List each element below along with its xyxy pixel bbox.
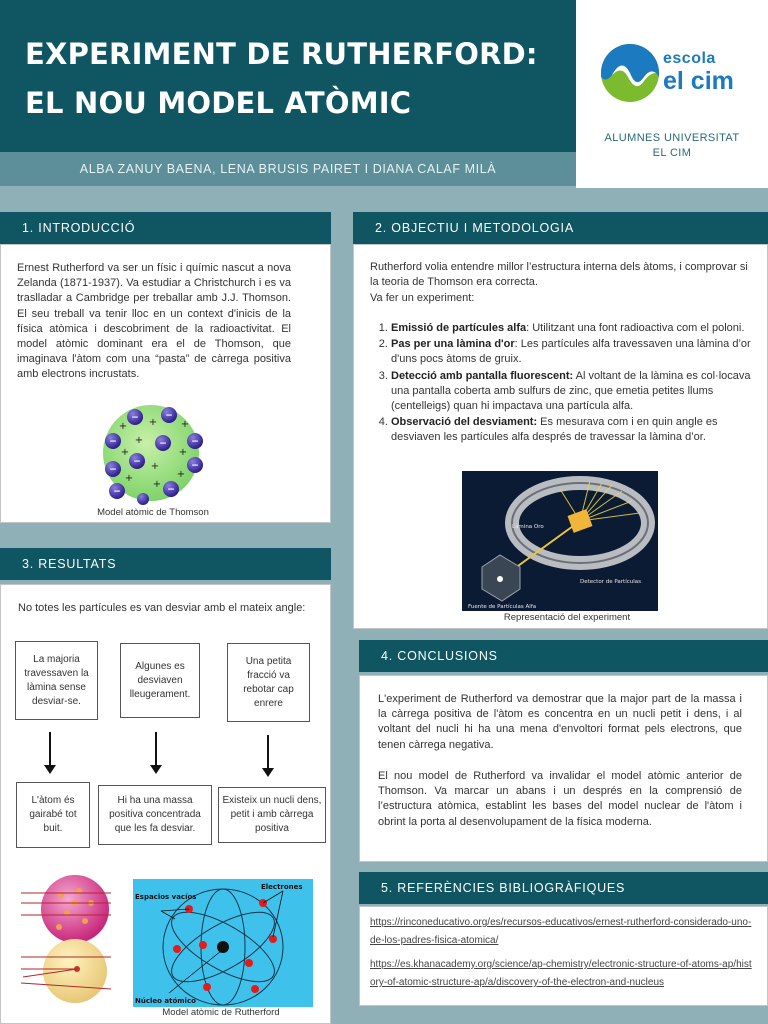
svg-text:−: −	[133, 457, 141, 467]
experiment-diagram: Lámina Oro Detector de Partículas Fuente…	[462, 471, 658, 611]
intro-panel: Ernest Rutherford va ser un físic i quím…	[0, 244, 331, 523]
conclusions-p1: L'experiment de Rutherford va demostrar …	[378, 693, 742, 751]
authors-bar: ALBA ZANUY BAENA, LENA BRUSIS PAIRET I D…	[0, 152, 576, 186]
conclusions-heading: 4. CONCLUSIONS	[359, 640, 768, 672]
label-detector: Detector de Partículas	[580, 578, 641, 585]
arrow-down-icon	[44, 732, 56, 774]
affiliation-line2: EL CIM	[652, 147, 692, 159]
label-source: Fuente de Partículas Alfa	[468, 603, 536, 610]
svg-text:+: +	[125, 473, 133, 484]
rutherford-model-diagram: Espacios vacíos Electrones Núcleo atómic…	[133, 879, 313, 1007]
reference-link-1[interactable]: https://rinconeducativo.org/es/recursos-…	[370, 917, 752, 946]
thomson-caption: Model atòmic de Thomson	[97, 507, 209, 518]
poster-header	[0, 0, 576, 152]
label-foil: Lámina Oro	[512, 523, 544, 530]
results-panel: No totes les partícules es van desviar a…	[0, 584, 331, 1024]
conclusion-box-2: Hi ha una massa positiva concentrada que…	[98, 785, 212, 845]
arrow-down-icon	[150, 732, 162, 774]
svg-text:+: +	[119, 421, 127, 432]
svg-text:−: −	[165, 411, 173, 421]
objective-heading: 2. OBJECTIU I METODOLOGIA	[353, 212, 768, 244]
objective-line2: Va fer un experiment:	[370, 292, 475, 304]
school-logo-icon	[601, 44, 659, 102]
svg-text:+: +	[177, 469, 185, 480]
conclusions-panel: L'experiment de Rutherford va demostrar …	[359, 675, 768, 862]
experiment-caption: Representació del experiment	[503, 612, 631, 623]
svg-text:−: −	[159, 439, 167, 449]
svg-text:−: −	[109, 465, 117, 475]
objective-panel: Rutherford volia entendre millor l’estru…	[353, 244, 768, 629]
svg-text:+: +	[153, 479, 161, 490]
label-spaces: Espacios vacíos	[135, 893, 196, 901]
results-intro: No totes les partícules es van desviar a…	[18, 602, 306, 614]
method-steps: Emissió de partícules alfa: Utilitzant u…	[371, 321, 755, 447]
label-nucleus: Núcleo atómico	[135, 997, 196, 1005]
observation-box-1: La majoria travessaven la làmina sense d…	[15, 641, 98, 720]
logo-text-escola: escola	[663, 50, 716, 67]
observation-box-2: Algunes es desviaven lleugerament.	[120, 643, 200, 718]
label-electrons: Electrones	[261, 883, 303, 891]
svg-text:+: +	[179, 447, 187, 458]
svg-text:+: +	[181, 419, 189, 430]
svg-text:−: −	[113, 487, 121, 497]
objective-line1: Rutherford volia entendre millor l’estru…	[370, 261, 748, 289]
svg-text:+: +	[151, 461, 159, 472]
poster-title-line1: EXPERIMENT DE RUTHERFORD:	[25, 37, 538, 71]
method-step: Observació del desviament: Es mesurava c…	[391, 415, 755, 445]
poster-title-line2: EL NOU MODEL ATÒMIC	[25, 86, 412, 120]
reference-item: https://rinconeducativo.org/es/recursos-…	[370, 912, 754, 948]
logo-panel	[576, 0, 768, 188]
thomson-model-icon: − − − − − − − − − − + + + + + + + + + +	[103, 405, 203, 505]
references-panel: https://rinconeducativo.org/es/recursos-…	[359, 906, 768, 1006]
reference-link-2[interactable]: https://es.khanacademy.org/science/ap-ch…	[370, 959, 752, 988]
arrow-down-icon	[262, 735, 274, 777]
method-step: Emissió de partícules alfa: Utilitzant u…	[391, 321, 755, 336]
logo-text-elcim: el cim	[663, 67, 734, 95]
references-heading: 5. REFERÈNCIES BIBLIOGRÀFIQUES	[359, 872, 768, 904]
intro-heading: 1. INTRODUCCIÓ	[0, 212, 331, 244]
svg-text:−: −	[191, 437, 199, 447]
method-step: Pas per una làmina d'or: Les partícules …	[391, 337, 755, 367]
svg-text:+: +	[121, 447, 129, 458]
reference-item: https://es.khanacademy.org/science/ap-ch…	[370, 954, 754, 990]
svg-text:−: −	[191, 461, 199, 471]
conclusion-box-3: Existeix un nucli dens, petit i amb càrr…	[218, 787, 326, 843]
scattering-diagram	[21, 875, 112, 1003]
svg-text:+: +	[149, 417, 157, 428]
rutherford-caption: Model atòmic de Rutherford	[162, 1007, 280, 1018]
svg-text:+: +	[135, 435, 143, 446]
conclusions-p2: El nou model de Rutherford va invalidar …	[378, 770, 742, 828]
svg-text:−: −	[109, 437, 117, 447]
method-step: Detecció amb pantalla fluorescent: Al vo…	[391, 369, 755, 415]
results-heading: 3. RESULTATS	[0, 548, 331, 580]
observation-box-3: Una petita fracció va rebotar cap enrere	[227, 643, 310, 722]
svg-text:−: −	[131, 413, 139, 423]
intro-text: Ernest Rutherford va ser un físic i quím…	[17, 262, 291, 381]
conclusion-box-1: L'àtom és gairabé tot buit.	[16, 782, 90, 848]
svg-text:−: −	[167, 485, 175, 495]
affiliation-line1: ALUMNES UNIVERSITAT	[604, 132, 740, 144]
